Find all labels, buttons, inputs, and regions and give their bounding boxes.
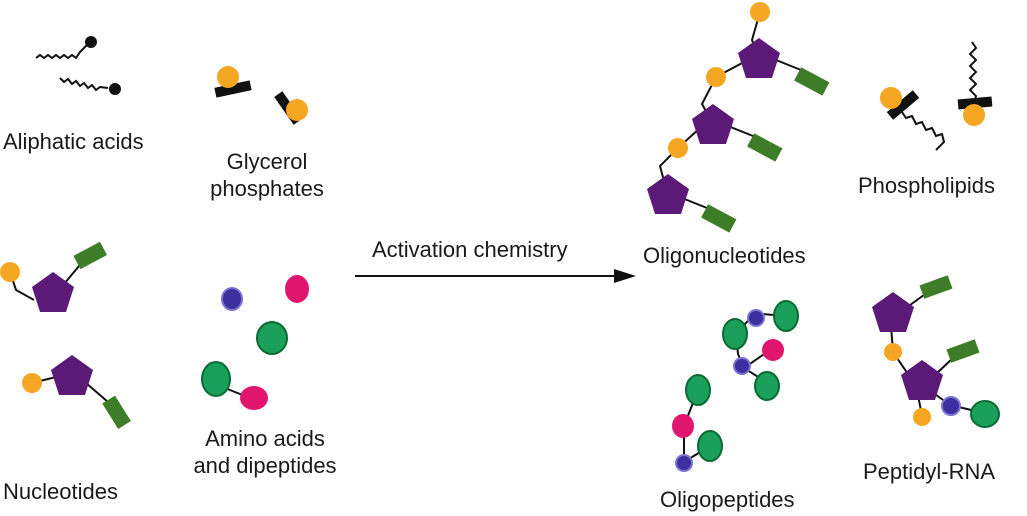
oligonucleotide-molecule [647, 2, 830, 233]
glycerol-label-line1: Glycerol [226, 149, 308, 174]
oligopeptide-molecule-2 [672, 374, 723, 472]
nucleotide-molecule-1 [0, 241, 107, 312]
glycerol-phosphate-molecule-1 [214, 66, 252, 98]
aliphatic-acids-label: Aliphatic acids [3, 129, 144, 154]
amino-acid-green [256, 321, 288, 355]
peptidyl-rna-molecule [872, 275, 1000, 428]
oligopeptide-molecule-1 [722, 300, 799, 401]
phospholipids-label: Phospholipids [858, 173, 995, 198]
oligonucleotides-label: Oligonucleotides [643, 243, 806, 268]
activation-arrow [355, 269, 636, 283]
glycerol-phosphate-molecule-2 [274, 91, 308, 125]
amino-acid-magenta [285, 275, 309, 303]
oligopeptides-label: Oligopeptides [660, 487, 795, 512]
amino-acids-label: Amino acids and dipeptides [165, 425, 365, 479]
phospholipid-molecule-1 [880, 87, 946, 151]
glycerol-label-line2: phosphates [210, 176, 324, 201]
amino-label-line1: Amino acids [205, 426, 325, 451]
phospholipid-molecule-2 [957, 41, 993, 126]
amino-label-line2: and dipeptides [193, 453, 337, 478]
nucleotides-label: Nucleotides [3, 479, 118, 504]
aliphatic-acid-molecule-1 [35, 36, 97, 60]
nucleotide-molecule-2 [22, 355, 131, 429]
glycerol-phosphates-label: Glycerol phosphates [196, 148, 338, 202]
amino-acid-blue [221, 287, 243, 311]
dipeptide-molecule [201, 361, 268, 410]
activation-chemistry-label: Activation chemistry [372, 237, 568, 262]
peptidyl-rna-label: Peptidyl-RNA [863, 459, 996, 484]
aliphatic-acid-molecule-2 [59, 77, 121, 95]
